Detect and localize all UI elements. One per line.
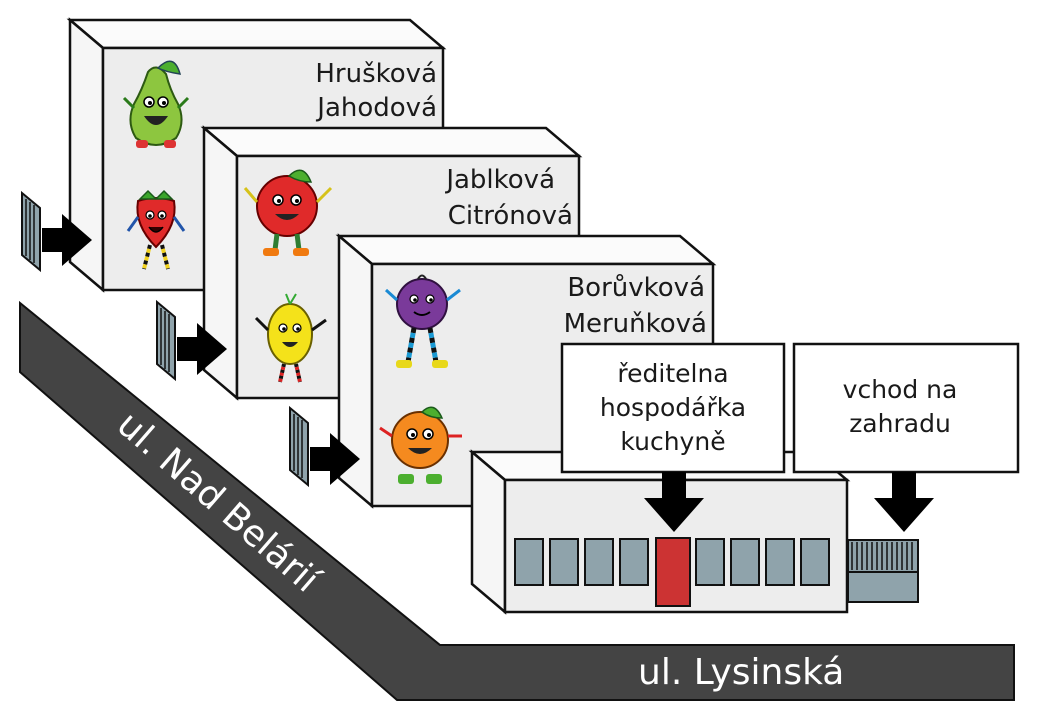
street-nad-belarii [19,300,1015,701]
pavilion-3-entrance [289,405,360,488]
pavilion-1-entrance [21,190,92,273]
garden-arrow-icon [874,472,934,532]
class-label-citronova: Citrónová [448,201,573,231]
office-label-box: ředitelna hospodářka kuchyně [560,342,786,474]
lemon-icon [254,293,327,383]
window [730,538,760,586]
main-entrance-door [655,537,691,607]
office-label-line2: hospodářka [600,393,746,422]
office-arrow-icon [644,472,704,532]
window [514,538,544,586]
window [695,538,725,586]
class-label-jahodova: Jahodová [315,93,437,123]
office-label-line3: kuchyně [620,427,725,456]
class-label-hruskova: Hrušková [315,59,437,89]
garden-label-line2: zahradu [849,409,951,438]
pavilion-2-entrance [156,299,227,382]
main-building-windows [514,538,830,586]
class-label-merunkova: Meruňková [564,309,707,339]
class-label-jablkova: Jablková [444,165,555,195]
window [800,538,830,586]
class-label-boruvkova: Borůvková [567,273,705,303]
main-building [468,449,919,615]
pavilion-2-arrow-icon [177,323,227,375]
window [619,538,649,586]
garden-gate [847,539,919,603]
pavilion-1-arrow-icon [42,214,92,266]
window [549,538,579,586]
blueberry-icon [384,274,461,368]
window [584,538,614,586]
pavilion-3-arrow-icon [310,433,360,485]
apple-icon [243,169,333,256]
pear-icon [122,60,190,148]
office-label-line1: ředitelna [617,359,728,388]
street-label-lysinska: ul. Lysinská [638,652,844,693]
garden-label-box: vchod na zahradu [792,342,1020,474]
apricot-icon [379,406,462,484]
strawberry-icon [126,189,186,270]
window [765,538,795,586]
garden-label-line1: vchod na [843,375,958,404]
